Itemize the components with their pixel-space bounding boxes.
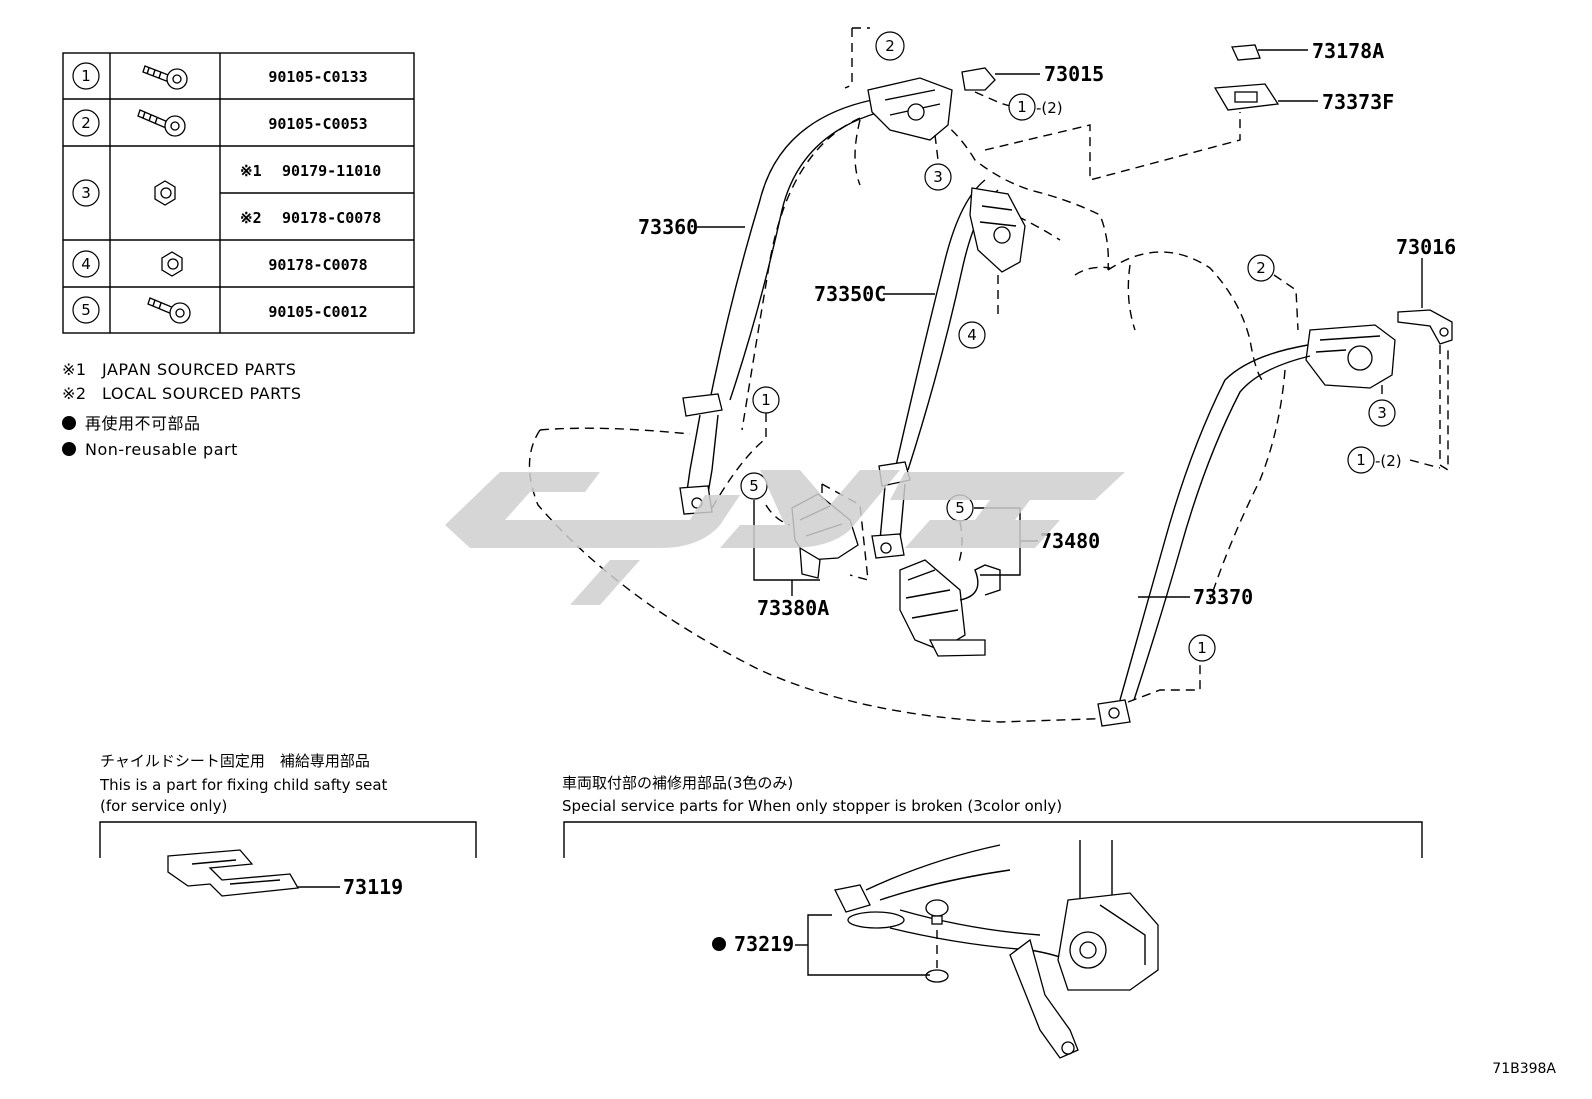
part-code: 90179-11010 [282,162,381,180]
bracket-73016 [1397,258,1453,345]
part-code: 90178-C0078 [282,209,381,227]
bullet-icon [62,416,76,430]
part-code: 90105-C0133 [268,68,367,86]
seatbelt-73350C [871,179,1026,559]
label-73360: 73360 [638,215,698,239]
ref-circle [72,296,100,324]
ref-circle [958,321,986,349]
ref-circle [924,163,952,191]
table-row: 3 ※1 90179-11010 ※2 90178-C0078 [72,162,381,227]
ref-number: 2 [885,37,895,55]
ref-number: 1 [81,67,91,85]
ref-number: 5 [749,477,759,495]
seat-outline [528,119,1286,723]
ref-circle [1347,446,1375,474]
bolt-icon [147,297,191,324]
bolt-icon [142,65,188,90]
note-mark: ※1 [62,360,87,379]
ref-number: 1 [1197,639,1207,657]
ref-number: 2 [81,114,91,132]
ref-circle [1188,634,1216,662]
bullet-icon [62,442,76,456]
ref-number: 3 [81,184,91,202]
watermark-logo [445,470,1125,605]
table-row: 4 90178-C0078 [72,250,368,278]
label-73016: 73016 [1396,235,1456,259]
source-mark: ※1 [240,162,262,180]
part-code: 90105-C0053 [268,115,367,133]
ref-circle [1008,93,1036,121]
stopper-line1: Special service parts for When only stop… [562,797,1062,815]
ref-circle [72,250,100,278]
ref-number: 5 [81,301,91,319]
label-73370: 73370 [1193,585,1253,609]
fastener-table: 1 90105-C0133 2 90105-C0053 3 [62,52,415,334]
stopper-detail [834,840,1159,1059]
stopper-title-jp: 車両取付部の補修用部品(3色のみ) [562,774,793,792]
ref-number: 3 [1377,404,1387,422]
nut-icon [154,180,176,206]
ref-circle [72,179,100,207]
diagram-id: 71B398A [1492,1061,1556,1077]
part-code: 90105-C0012 [268,303,367,321]
table-row: 2 90105-C0053 [72,109,368,137]
nonreusable-bullet-icon [712,937,726,951]
label-73350C: 73350C [814,282,886,306]
note-mark: ※2 [62,384,87,403]
ref-circle [1247,254,1275,282]
ref-number: 4 [967,326,977,344]
table-row: 1 90105-C0133 [72,62,368,90]
nut-icon [161,251,183,277]
bolt-icon [137,109,186,137]
seatbelt-73360 [679,77,953,515]
bracket-73015 [961,67,1040,91]
belt-guide [682,393,723,417]
note-local-sourced: LOCAL SOURCED PARTS [102,384,301,403]
notes: ※1 JAPAN SOURCED PARTS ※2 LOCAL SOURCED … [62,360,301,459]
label-73178A: 73178A [1312,39,1384,63]
label-73219: 73219 [734,932,794,956]
ref-circle [1368,399,1396,427]
stopper-button-icon [925,899,949,917]
seatbelt-73370 [1097,324,1396,727]
note-nonreusable-en: Non-reusable part [85,440,238,459]
bezel-73373F [1213,83,1318,111]
table-row: 5 90105-C0012 [72,296,368,324]
child-seat-title-jp: チャイルドシート固定用 補給専用部品 [100,752,370,770]
label-73015: 73015 [1044,62,1104,86]
label-73380A: 73380A [757,596,829,620]
ref-number: -(2) [1036,99,1063,117]
stopper-section: 車両取付部の補修用部品(3色のみ) Special service parts … [562,774,1423,1059]
label-73480: 73480 [1040,529,1100,553]
buckle-73480 [899,559,1001,657]
child-seat-line2: (for service only) [100,797,227,815]
ref-circle [72,62,100,90]
ref-number: 4 [81,255,91,273]
ref-number: 5 [955,499,965,517]
ref-number: 3 [933,168,943,186]
ref-circle [740,472,768,500]
ref-number: 1 [1356,451,1366,469]
ref-circle [72,109,100,137]
part-code: 90178-C0078 [268,256,367,274]
label-73119: 73119 [343,875,403,899]
source-mark: ※2 [240,209,262,227]
child-seat-line1: This is a part for fixing child safty se… [99,776,388,794]
child-seat-section: チャイルドシート固定用 補給専用部品 This is a part for fi… [99,752,477,899]
anchor-bracket-73119 [167,849,340,897]
cover-73178A [1231,44,1308,61]
note-japan-sourced: JAPAN SOURCED PARTS [101,360,296,379]
note-nonreusable-jp: 再使用不可部品 [85,414,201,433]
ref-number: 2 [1256,259,1266,277]
ref-number: -(2) [1375,452,1402,470]
ref-number: 1 [1017,98,1027,116]
ref-number: 1 [761,391,771,409]
ref-circle [875,31,905,61]
label-73373F: 73373F [1322,90,1394,114]
